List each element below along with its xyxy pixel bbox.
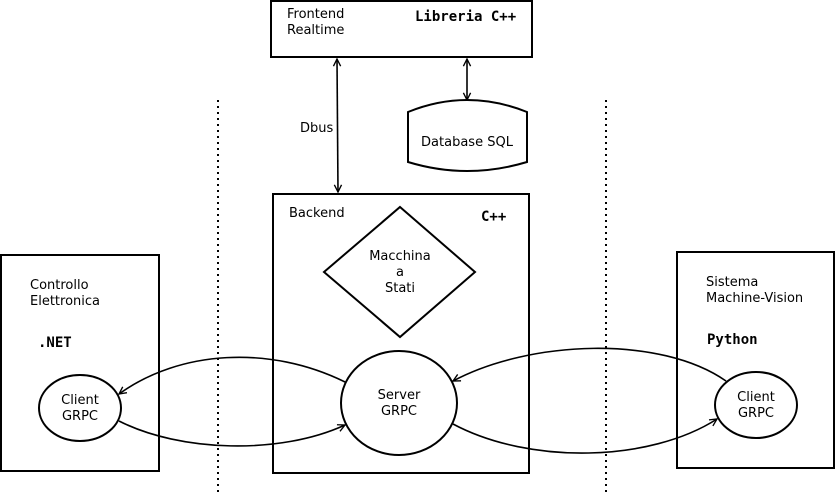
right-system-title-line2: Machine-Vision <box>706 291 803 306</box>
backend-tech-label: C++ <box>481 209 506 225</box>
database-cylinder <box>407 99 528 172</box>
backend-title: Backend <box>289 206 345 221</box>
left-client-ellipse <box>38 374 122 442</box>
right-client-to-server-arrow <box>453 347 727 381</box>
server-grpc-ellipse <box>340 350 458 456</box>
dbus-arrow <box>337 59 338 192</box>
server-to-right-client-arrow <box>452 419 717 454</box>
left-system-tech-label: .NET <box>38 335 72 351</box>
right-system-tech-label: Python <box>707 332 758 348</box>
right-system-title-line1: Sistema <box>706 275 758 290</box>
left-client-line2: GRPC <box>62 409 98 424</box>
right-client-ellipse <box>714 371 798 439</box>
frontend-box <box>270 0 533 58</box>
left-client-to-server-arrow <box>118 420 345 447</box>
server-label-line1: Server <box>378 388 421 403</box>
frontend-title-line1: Frontend <box>287 7 344 22</box>
left-client-line1: Client <box>61 393 99 408</box>
frontend-tech-label: Libreria C++ <box>415 9 516 25</box>
right-system-box <box>676 251 835 469</box>
state-machine-line1: Macchina <box>369 249 431 264</box>
frontend-title-line2: Realtime <box>287 23 344 38</box>
database-label: Database SQL <box>421 135 514 150</box>
left-system-box <box>0 254 160 472</box>
backend-box <box>272 193 530 474</box>
server-to-left-client-arrow <box>119 356 346 394</box>
state-machine-line2: a <box>396 265 404 280</box>
dbus-label: Dbus <box>300 121 334 136</box>
right-client-line2: GRPC <box>738 406 774 421</box>
server-label-line2: GRPC <box>381 404 417 419</box>
right-client-line1: Client <box>737 390 775 405</box>
state-machine-line3: Stati <box>385 281 415 296</box>
left-system-title-line2: Elettronica <box>30 294 100 309</box>
state-machine-diamond <box>322 205 477 339</box>
left-system-title-line1: Controllo <box>30 278 89 293</box>
